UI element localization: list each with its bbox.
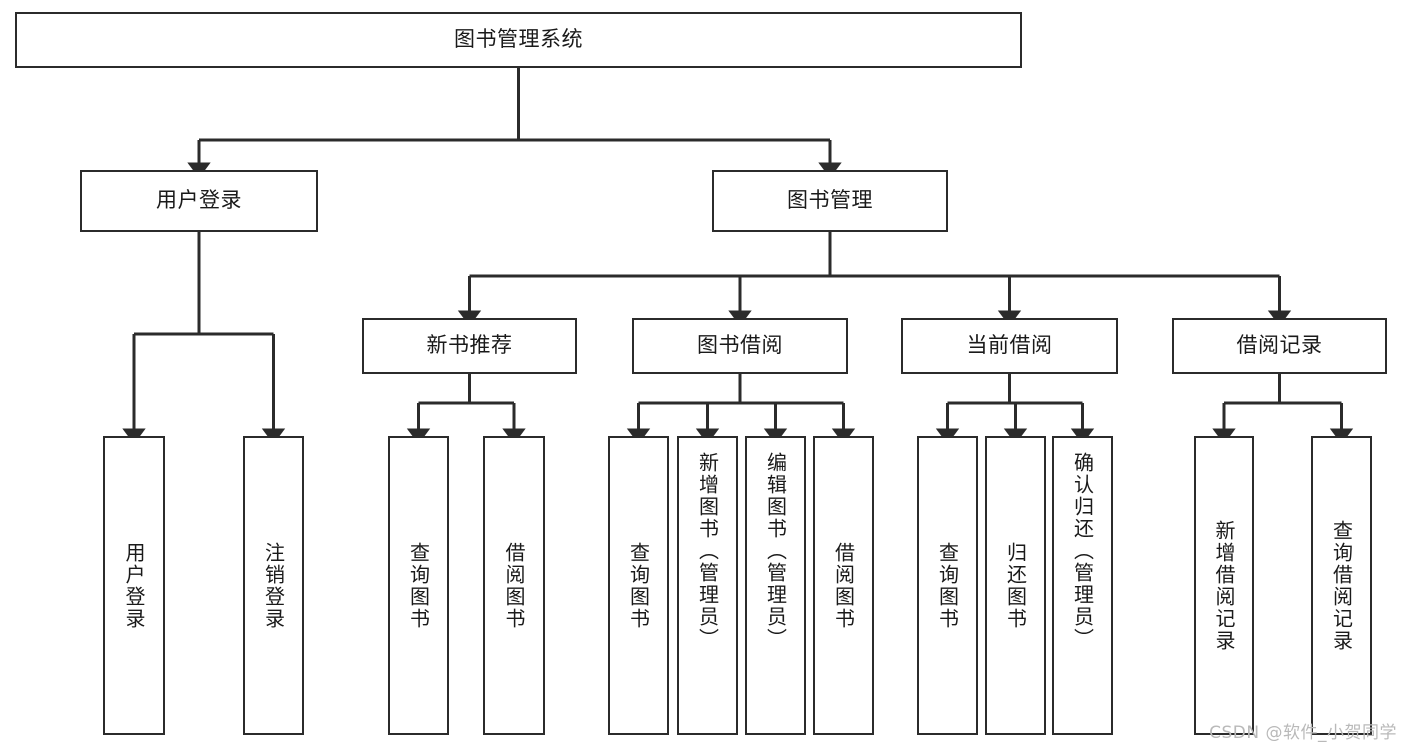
node-book-borrow: 图书借阅	[632, 318, 848, 374]
node-leaf-query-book-current: 查询图书	[917, 436, 978, 735]
node-user-login: 用户登录	[80, 170, 318, 232]
node-leaf-confirm-return: 确认归还（管理员）	[1052, 436, 1113, 735]
node-label-leaf-return-book: 归还图书	[1003, 541, 1028, 630]
node-label-leaf-borrow-book-rec: 借阅图书	[502, 541, 526, 630]
node-leaf-edit-book: 编辑图书（管理员）	[745, 436, 806, 735]
node-leaf-query-record: 查询借阅记录	[1311, 436, 1372, 735]
node-leaf-logout: 注销登录	[243, 436, 304, 735]
node-label-user-login: 用户登录	[156, 188, 242, 213]
node-label-leaf-query-book-current: 查询图书	[935, 541, 960, 630]
node-label-new-book-rec: 新书推荐	[426, 333, 513, 358]
node-label-leaf-confirm-return: 确认归还（管理员）	[1070, 452, 1095, 650]
node-book-manage: 图书管理	[712, 170, 948, 232]
node-current-borrow: 当前借阅	[901, 318, 1118, 374]
node-leaf-user-login: 用户登录	[103, 436, 165, 735]
node-leaf-add-book: 新增图书（管理员）	[677, 436, 738, 735]
node-leaf-return-book: 归还图书	[985, 436, 1046, 735]
node-leaf-query-book-rec: 查询图书	[388, 436, 449, 735]
connector-group	[122, 68, 1354, 445]
node-label-current-borrow: 当前借阅	[966, 333, 1053, 358]
node-label-borrow-record: 借阅记录	[1236, 333, 1323, 358]
watermark-label: CSDN @软件_小贺同学	[1209, 723, 1397, 743]
node-label-leaf-user-login: 用户登录	[122, 541, 146, 630]
node-label-root: 图书管理系统	[454, 27, 583, 52]
node-leaf-add-record: 新增借阅记录	[1194, 436, 1254, 735]
node-borrow-record: 借阅记录	[1172, 318, 1387, 374]
node-root: 图书管理系统	[15, 12, 1022, 68]
node-label-book-manage: 图书管理	[787, 188, 873, 213]
node-label-leaf-edit-book: 编辑图书（管理员）	[763, 452, 788, 650]
node-leaf-borrow-book: 借阅图书	[813, 436, 874, 735]
node-label-leaf-add-book: 新增图书（管理员）	[695, 452, 720, 650]
node-label-leaf-add-record: 新增借阅记录	[1212, 519, 1236, 652]
node-label-leaf-query-record: 查询借阅记录	[1329, 519, 1354, 652]
node-label-book-borrow: 图书借阅	[697, 333, 783, 358]
node-label-leaf-logout: 注销登录	[261, 541, 286, 630]
node-label-leaf-borrow-book: 借阅图书	[831, 541, 856, 630]
node-label-leaf-query-book-borrow: 查询图书	[626, 541, 651, 630]
node-leaf-borrow-book-rec: 借阅图书	[483, 436, 545, 735]
node-new-book-rec: 新书推荐	[362, 318, 577, 374]
node-leaf-query-book-borrow: 查询图书	[608, 436, 669, 735]
node-label-leaf-query-book-rec: 查询图书	[406, 541, 431, 630]
